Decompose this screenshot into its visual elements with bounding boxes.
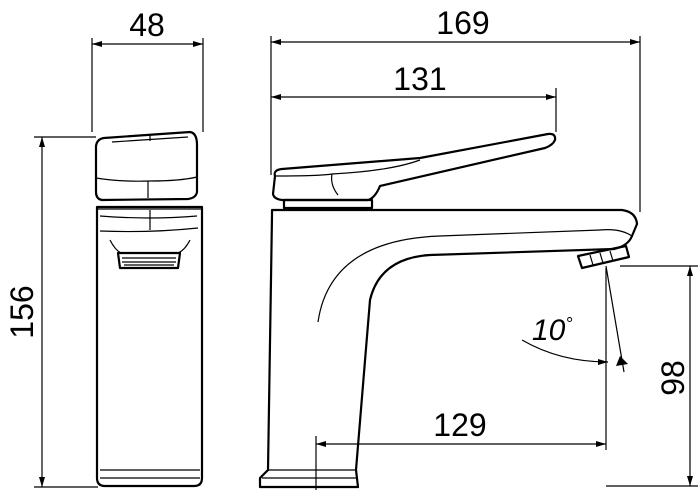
dimension-spout-reach-value: 129: [433, 407, 486, 443]
side-view-aerator: [109, 239, 191, 270]
dimension-overall-length-value: 169: [436, 5, 489, 41]
dimension-lever-length: 131: [271, 61, 557, 132]
dimension-spout-reach: 129: [315, 268, 607, 490]
angle-label: 10°: [532, 314, 573, 347]
side-view-body: [95, 205, 204, 488]
front-view-aerator: [576, 244, 631, 270]
angle-indicator: 10°: [521, 265, 628, 373]
dimension-overall-length: 169: [270, 5, 641, 212]
front-view-lever: [271, 132, 557, 202]
dimension-lever-length-value: 131: [393, 61, 446, 97]
dimension-overall-height: 156: [4, 136, 98, 488]
front-view: 169 131 129 98: [258, 5, 698, 490]
dimension-side-width-value: 48: [129, 7, 165, 43]
angle-value: 10: [532, 314, 566, 347]
side-view-handle: [94, 130, 199, 202]
side-view: 48 156: [4, 7, 204, 488]
angle-unit: °: [565, 314, 572, 334]
dimension-side-width: 48: [91, 7, 204, 132]
dimension-overall-height-value: 156: [4, 285, 40, 338]
dimension-outlet-height-value: 98: [655, 360, 691, 396]
dimension-outlet-height: 98: [606, 265, 698, 487]
